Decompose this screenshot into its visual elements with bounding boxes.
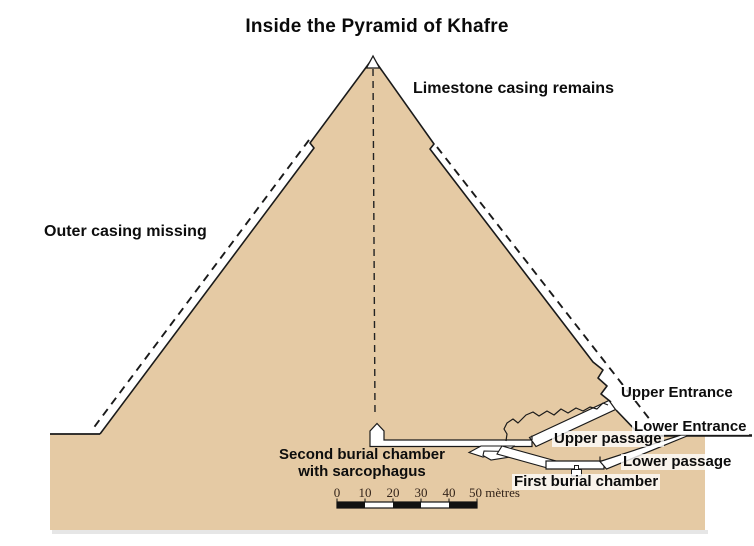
page-title: Inside the Pyramid of Khafre	[245, 16, 509, 37]
left-casing-dashed-line	[91, 139, 310, 431]
label-lower-passage: Lower passage	[621, 453, 734, 470]
label-upper-passage: Upper passage	[552, 430, 664, 447]
ground-shadow	[52, 530, 708, 534]
scale-tick-10: 10	[358, 485, 372, 500]
center-axis-line	[372, 68, 376, 415]
label-second-burial-chamber-line2: with sarcophagus	[298, 463, 426, 480]
scale-tick-50-metres: 50 mètres	[469, 485, 520, 500]
upper-passage-cavity	[528, 399, 617, 448]
apex-capstone	[365, 54, 381, 69]
label-first-burial-chamber: First burial chamber	[512, 473, 661, 490]
label-upper-entrance: Upper Entrance	[619, 384, 735, 401]
second-burial-chamber-cavity	[369, 422, 533, 448]
pyramid-body	[50, 58, 705, 530]
bedrock-wavy-line	[503, 402, 609, 442]
sarcophagus-icon-lid	[574, 465, 579, 470]
scale-tick-0: 0	[333, 485, 341, 500]
scale-tick-20: 20	[386, 485, 400, 500]
right-casing-dashed-line	[436, 146, 652, 422]
scale-bar	[336, 498, 478, 509]
scale-tick-30: 30	[414, 485, 428, 500]
label-second-burial-chamber: Second burial chamber with sarcophagus	[274, 446, 450, 480]
label-second-burial-chamber-line1: Second burial chamber	[279, 446, 445, 463]
scale-tick-40: 40	[442, 485, 456, 500]
label-outer-casing: Outer casing missing	[44, 223, 207, 240]
label-limestone-casing: Limestone casing remains	[413, 80, 614, 97]
